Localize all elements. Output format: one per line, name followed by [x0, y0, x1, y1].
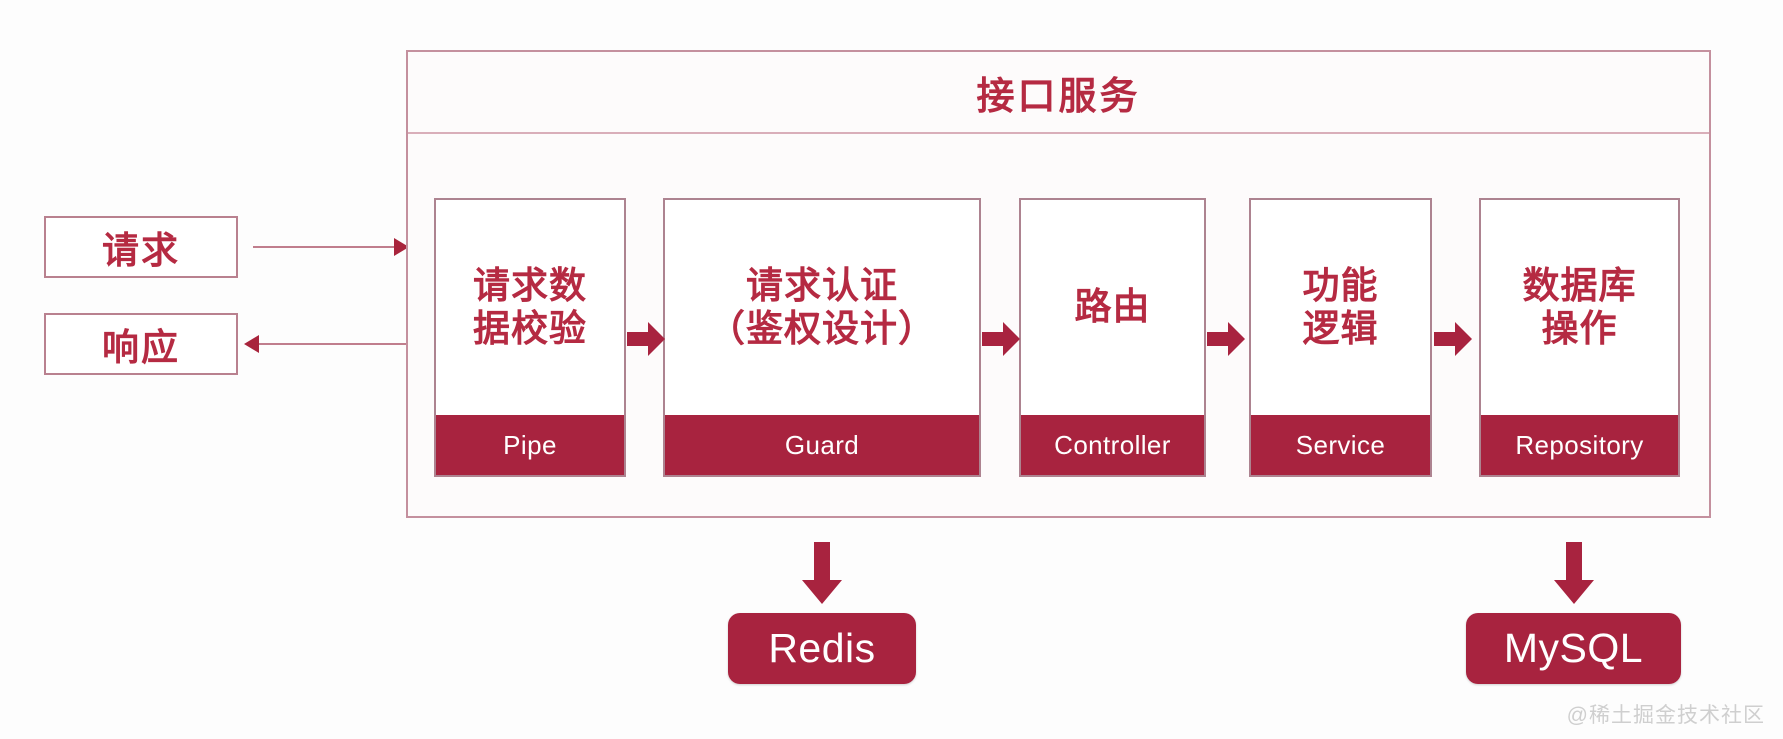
flow-arrow-icon-repository-to-mysql [1554, 542, 1594, 604]
stage-title-repository: 数据库 操作 [1481, 200, 1678, 415]
stage-title-line1: 路由 [1074, 286, 1151, 328]
response-label: 响应 [102, 327, 180, 368]
stage-title-line2: 操作 [1541, 307, 1618, 349]
datastore-mysql[interactable]: MySQL [1466, 613, 1681, 684]
stage-tag-repository: Repository [1481, 415, 1678, 475]
stage-tag-service: Service [1251, 415, 1430, 475]
flow-arrow-icon-guard-to-redis [802, 542, 842, 604]
page-title: 接口服务 [408, 52, 1709, 134]
stage-title-line2: 逻辑 [1302, 307, 1379, 349]
stage-title-line1: 功能 [1302, 265, 1379, 307]
request-connector-line [253, 246, 401, 248]
datastore-redis-label: Redis [768, 625, 876, 671]
stage-title-guard: 请求认证 （鉴权设计） [665, 200, 979, 415]
stage-card-pipe[interactable]: 请求数 据校验 Pipe [434, 198, 626, 477]
stage-card-guard[interactable]: 请求认证 （鉴权设计） Guard [663, 198, 981, 477]
stage-title-service: 功能 逻辑 [1251, 200, 1430, 415]
flow-arrow-icon-guard-to-controller [982, 322, 1020, 356]
stage-tag-controller: Controller [1021, 415, 1204, 475]
flow-arrow-icon-service-to-repository [1434, 322, 1472, 356]
stage-title-line2: 据校验 [473, 307, 587, 349]
stage-tag-guard: Guard [665, 415, 979, 475]
stage-card-repository[interactable]: 数据库 操作 Repository [1479, 198, 1680, 477]
stage-title-controller: 路由 [1021, 200, 1204, 415]
stage-title-pipe: 请求数 据校验 [436, 200, 624, 415]
datastore-mysql-label: MySQL [1503, 625, 1644, 671]
stage-title-line1: 请求认证 [746, 265, 898, 307]
request-arrowhead-icon [394, 238, 409, 256]
stage-title-line1: 数据库 [1522, 265, 1637, 307]
stage-card-controller[interactable]: 路由 Controller [1019, 198, 1206, 477]
flow-arrow-icon-controller-to-service [1207, 322, 1245, 356]
response-connector-line [258, 343, 406, 345]
request-box: 请求 [44, 216, 238, 278]
stage-tag-pipe: Pipe [436, 415, 624, 475]
response-arrowhead-icon [244, 335, 259, 353]
watermark: @稀土掘金技术社区 [1566, 704, 1765, 727]
flow-arrow-icon-pipe-to-guard [627, 322, 665, 356]
stage-title-line2: （鉴权设计） [708, 307, 936, 349]
datastore-redis[interactable]: Redis [728, 613, 916, 684]
stage-title-line1: 请求数 [473, 265, 587, 307]
stage-card-service[interactable]: 功能 逻辑 Service [1249, 198, 1432, 477]
request-label: 请求 [102, 230, 180, 271]
response-box: 响应 [44, 313, 238, 375]
